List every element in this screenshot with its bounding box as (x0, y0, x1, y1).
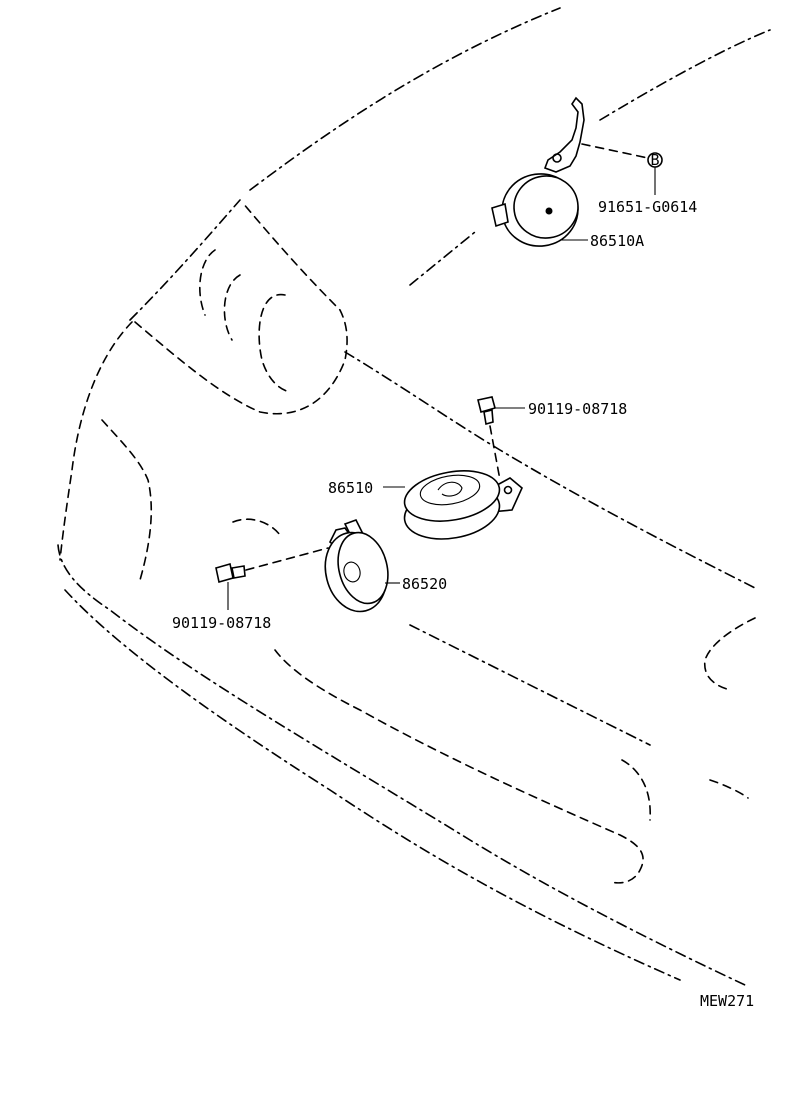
horn-86520 (324, 519, 400, 613)
bolt-lower (215, 547, 329, 610)
horn-86510 (383, 470, 523, 540)
part-labels: 91651-G0614 86510A 90119-08718 86510 865… (172, 198, 754, 1010)
label-86520: 86520 (402, 575, 447, 593)
label-86510a: 86510A (590, 232, 644, 250)
label-86510: 86510 (328, 479, 373, 497)
diagram-code: MEW271 (700, 992, 754, 1010)
bolt-upper (477, 396, 525, 481)
label-91651-g0614: 91651-G0614 (598, 198, 697, 216)
vehicle-body-outline (57, 7, 771, 986)
label-90119-08718-upper: 90119-08718 (528, 400, 627, 418)
label-90119-08718-lower: 90119-08718 (172, 614, 271, 632)
nut-91651-g0614: B (581, 143, 663, 195)
marker-b: B (650, 151, 659, 169)
horn-86510a (491, 96, 588, 247)
